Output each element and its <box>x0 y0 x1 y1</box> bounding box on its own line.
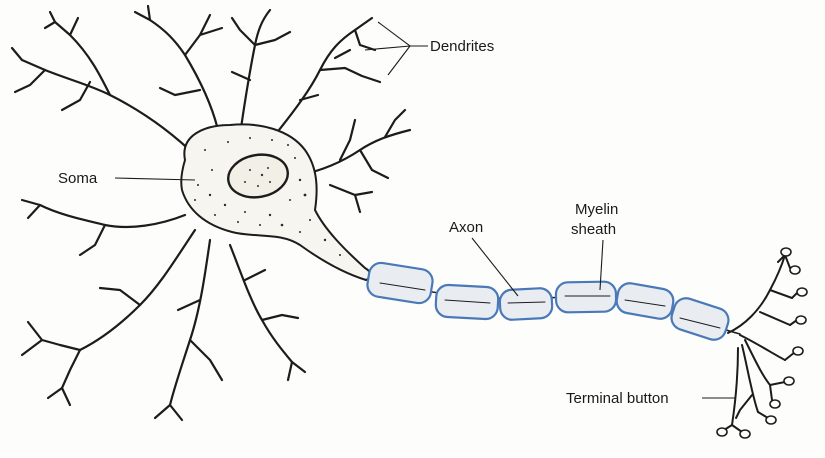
nucleus <box>227 153 289 199</box>
myelin-segment <box>670 297 730 341</box>
myelin-segment <box>366 261 434 305</box>
axon-label: Axon <box>449 219 483 236</box>
dendrite-branch <box>43 68 202 162</box>
dendrite-branch <box>273 28 357 137</box>
myelin-segment <box>498 287 554 321</box>
myelin-segments <box>366 261 730 341</box>
leader-lines <box>114 21 735 399</box>
soma-body <box>180 123 372 282</box>
dendrite-branch <box>168 238 212 407</box>
myelin-label-line2: sheath <box>571 221 616 238</box>
dendrite-branch <box>78 228 197 352</box>
terminal-buttons <box>716 247 808 439</box>
soma-label: Soma <box>58 170 98 187</box>
myelin-segment <box>554 280 618 314</box>
axon-leader <box>471 237 519 297</box>
dendrite-branch <box>298 128 412 177</box>
myelin-leader <box>599 239 604 291</box>
dendrites-label: Dendrites <box>430 38 494 55</box>
dendrite-branch <box>148 18 222 142</box>
nucleus-stipple <box>244 167 271 187</box>
lower-dendrites-group <box>20 198 307 422</box>
dendrites-group <box>10 4 412 214</box>
terminal-branches <box>723 254 799 433</box>
terminal-button-label: Terminal button <box>566 390 669 407</box>
myelin-segment <box>434 283 500 321</box>
myelin-segment <box>615 282 675 320</box>
axon-inner-lines <box>379 282 721 329</box>
dendrite-branch <box>228 243 294 364</box>
dendrite-branch <box>238 8 272 137</box>
soma-leader <box>114 177 196 181</box>
dendrite-branch <box>38 203 187 229</box>
dendrites-leader <box>377 21 428 47</box>
soma-stipple <box>194 137 341 256</box>
myelin-label-line1: Myelin <box>575 201 618 218</box>
